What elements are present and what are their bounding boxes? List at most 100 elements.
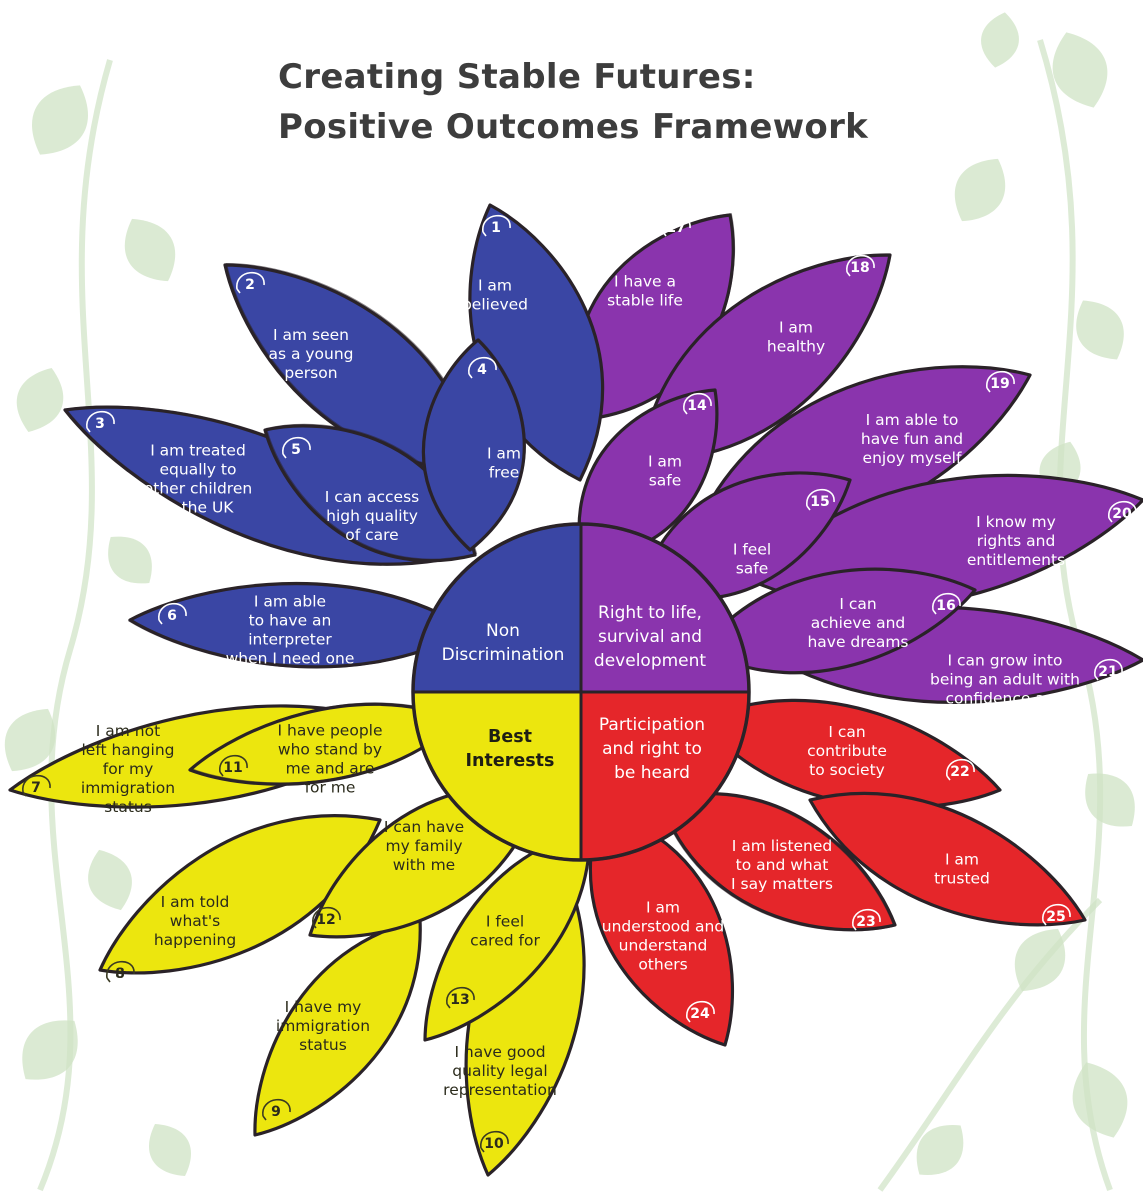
center-label-line: Participation (599, 715, 705, 735)
petal-text-line: safe (649, 472, 682, 490)
petal-number: 20 (1112, 506, 1132, 522)
petal-number-badge: 17 (662, 214, 691, 237)
petal-number-badge: 13 (446, 986, 475, 1009)
petal-number: 17 (666, 220, 685, 236)
petal-number: 21 (1098, 664, 1117, 680)
petal-text-line: I feel (733, 541, 771, 559)
petal-number-badge: 25 (1042, 903, 1071, 926)
center-ring (411, 522, 751, 862)
background-leaf (954, 158, 1006, 222)
petal-text-line: I am (648, 453, 682, 471)
petal-number-badge: 21 (1094, 658, 1123, 681)
petal-number: 11 (223, 760, 242, 776)
background-leaf (1052, 32, 1108, 108)
petal-text-line: healthy (767, 338, 825, 356)
badge-ring (312, 906, 341, 929)
petal-text-line: I say matters (731, 875, 833, 893)
petal-text-line: person (284, 364, 337, 382)
petal-text-line: enjoy myself (863, 449, 962, 467)
petal-text-line: of care (345, 526, 398, 544)
petal-text-line: achieve and (811, 614, 905, 632)
petal-text-line: I can (828, 723, 865, 741)
petal-number: 4 (477, 362, 487, 378)
badge-ring (236, 271, 265, 294)
petal-text-line: who stand by (278, 741, 382, 759)
center-label-line: Right to life, (598, 603, 702, 623)
center-label-line: and right to (602, 739, 702, 759)
petal-number: 13 (450, 992, 469, 1008)
petal-number-badge: 11 (219, 754, 248, 777)
petal-text-line: I have good (454, 1043, 545, 1061)
petal-number: 25 (1046, 909, 1065, 925)
petal-number: 16 (936, 598, 955, 614)
petal-text-line: I am (646, 899, 680, 917)
petal-text-line: when I need one (226, 650, 355, 668)
petal-text-line: being an adult with (930, 671, 1080, 689)
petal-text-line: I can (839, 595, 876, 613)
center-label-line: Best (488, 727, 532, 747)
petal-text-line: without fear (958, 709, 1053, 727)
petal-text-line: I am (487, 445, 521, 463)
petal-text-line: for my (103, 760, 154, 778)
background-leaf (31, 85, 89, 155)
petal-number: 6 (167, 608, 177, 624)
badge-ring (219, 754, 248, 777)
petal-text-line: status (104, 798, 152, 816)
petal-text-line: me and are (286, 760, 375, 778)
background-leaf (4, 708, 56, 772)
petal-text-line: I am listened (732, 837, 833, 855)
badge-ring (106, 960, 135, 983)
petal-text-line: I am not (96, 722, 160, 740)
petal-number: 7 (31, 780, 41, 796)
badge-ring (262, 1098, 291, 1121)
petal-text-line: to society (809, 761, 885, 779)
petal-number: 24 (690, 1006, 710, 1022)
background-leaf (1085, 773, 1135, 827)
petal-number-badge: 22 (946, 758, 975, 781)
petal-number-badge: 6 (158, 602, 187, 625)
badge-ring (806, 488, 835, 511)
badge-ring (1042, 903, 1071, 926)
petal-text-line: I have my (285, 998, 362, 1016)
center-label-line: be heard (614, 763, 690, 783)
petal-text-line: others (638, 956, 687, 974)
petal-text-line: representation (443, 1081, 557, 1099)
center-label-line: Interests (466, 751, 555, 771)
background-leaf (1014, 928, 1066, 992)
petal-text-line: I can grow into (948, 652, 1063, 670)
petal-number-badge: 4 (468, 356, 497, 379)
petal-shape (658, 792, 897, 932)
petal-number-badge: 1 (482, 214, 511, 237)
petal-text-line: to have an (249, 612, 332, 630)
petal-sketch-line (423, 338, 526, 550)
petal-sketch-line (578, 388, 718, 561)
petal-number-badge: 14 (683, 392, 712, 415)
petal-text-line: to and what (736, 856, 829, 874)
badge-ring (482, 214, 511, 237)
petal-text-line: status (299, 1036, 347, 1054)
petal-text-line: interpreter (248, 631, 332, 649)
petal-number-badge: 12 (312, 906, 341, 929)
petal-number-badge: 7 (22, 774, 51, 797)
petal-text-line: I am (779, 319, 813, 337)
petal-number: 3 (95, 416, 105, 432)
center-label-line: Discrimination (442, 645, 565, 665)
vine-stem (877, 897, 1103, 1192)
center-label-line: development (594, 651, 706, 671)
petal-number: 15 (810, 494, 829, 510)
petal-text-line: high quality (326, 507, 418, 525)
badge-ring (662, 214, 691, 237)
petal-text-line: what's (170, 912, 220, 930)
petal-text-line: stable life (607, 292, 683, 310)
center-label-line: survival and (598, 627, 702, 647)
petal-text-line: rights and (977, 532, 1056, 550)
